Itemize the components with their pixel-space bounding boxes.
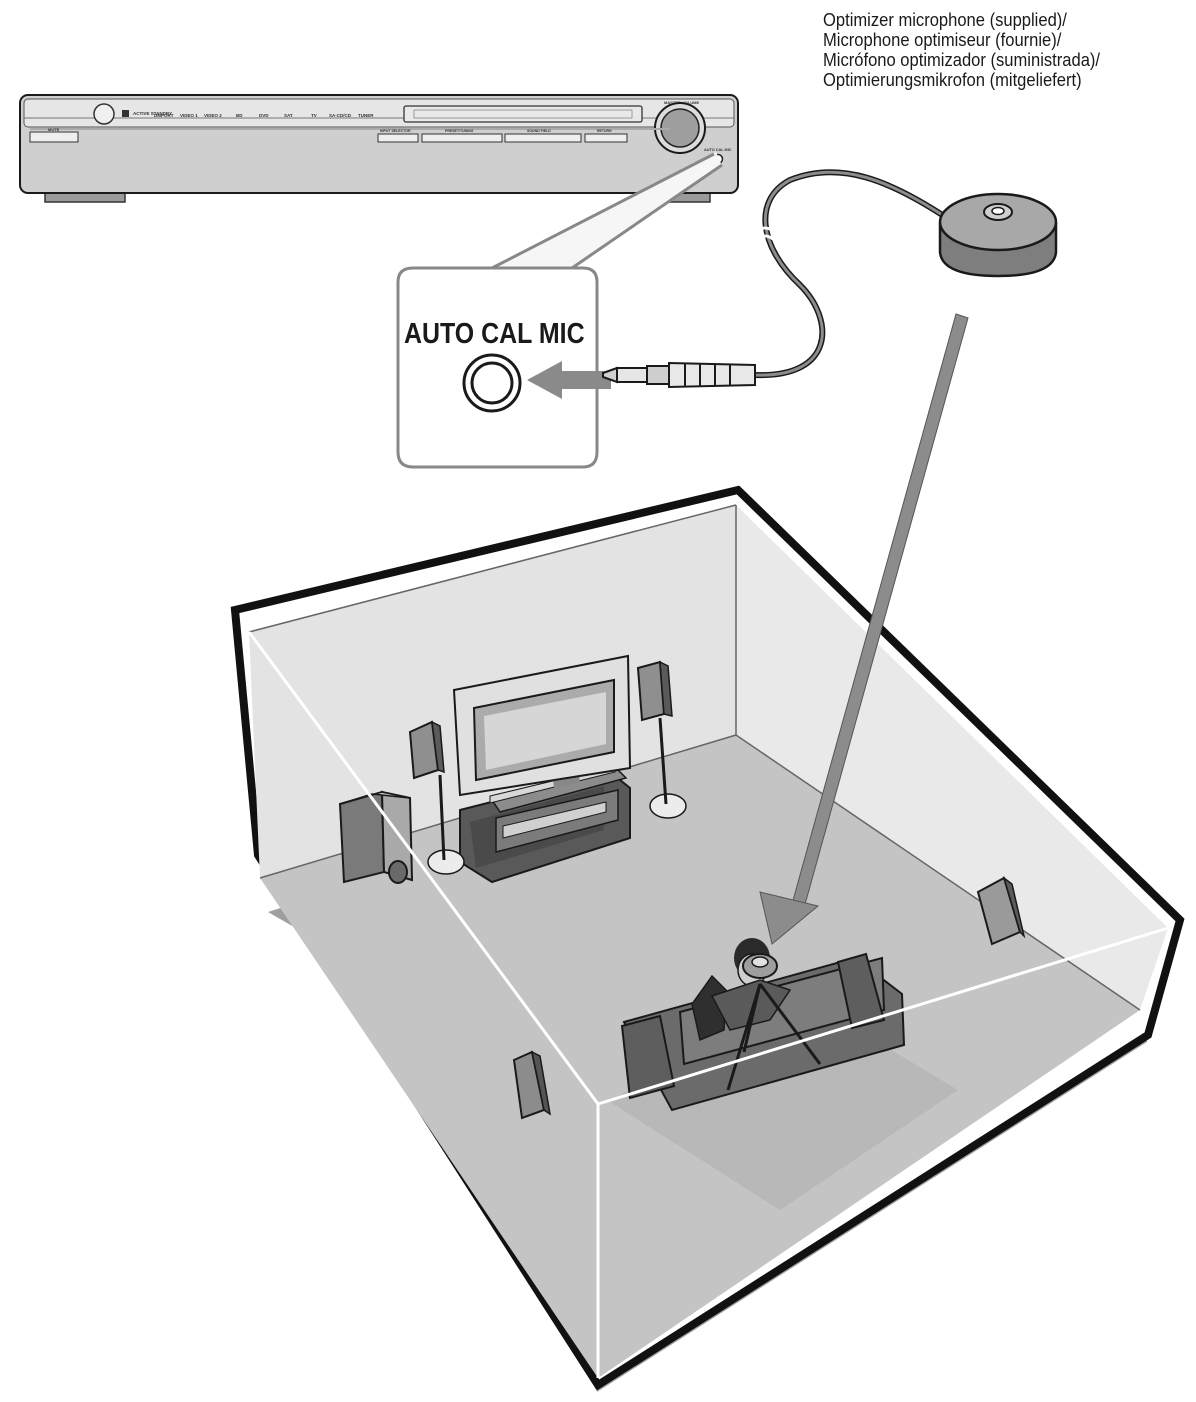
input-labels: DMPORT VIDEO 1 VIDEO 2 BD DVD SAT TV SA-CD/CD TU… [154, 113, 374, 118]
auto-cal-mic-small-label: AUTO CAL MIC [704, 148, 732, 152]
optimizer-microphone [603, 172, 1056, 387]
input-label-4: DVD [259, 113, 269, 118]
button-label-sound-field: SOUND FIELD [527, 129, 551, 133]
input-label-5: SAT [284, 113, 293, 118]
button-label-preset: PRESET/TUNING [445, 129, 474, 133]
input-label-0: DMPORT [154, 113, 174, 118]
listening-room [235, 490, 1180, 1392]
caption-line-es: Micrófono optimizador (suministrada)/ [823, 50, 1159, 70]
button-label-input-selector: INPUT SELECTOR [380, 129, 411, 133]
input-label-1: VIDEO 1 [180, 113, 198, 118]
auto-cal-mic-label: AUTO CAL MIC [404, 318, 585, 351]
caption-line-en: Optimizer microphone (supplied)/ [823, 10, 1159, 30]
button-label-return: RETURN [597, 129, 612, 133]
microphone-caption: Optimizer microphone (supplied)/ Microph… [823, 10, 1159, 90]
power-button-icon [94, 104, 114, 124]
front-display [404, 106, 642, 122]
input-label-3: BD [236, 113, 243, 118]
input-label-8: TUNER [358, 113, 374, 118]
mute-label: MUTE [48, 127, 60, 132]
input-label-6: TV [311, 113, 317, 118]
input-label-2: VIDEO 2 [204, 113, 222, 118]
input-label-7: SA-CD/CD [329, 113, 352, 118]
caption-line-fr: Microphone optimiseur (fournie)/ [823, 30, 1159, 50]
jack-callout [398, 152, 722, 467]
caption-line-de: Optimierungsmikrofon (mitgeliefert) [823, 70, 1159, 90]
